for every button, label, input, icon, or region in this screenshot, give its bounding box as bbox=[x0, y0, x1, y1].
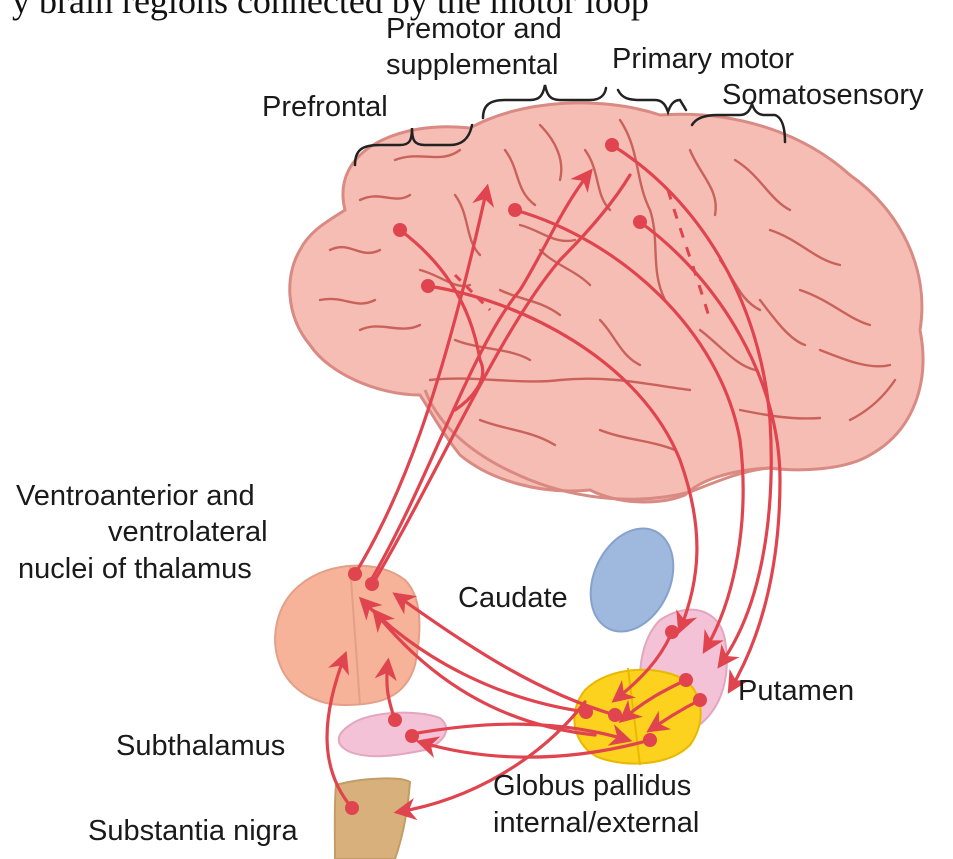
substantia-nigra bbox=[335, 778, 410, 859]
dot-thalamus-1 bbox=[348, 567, 362, 581]
label-thalamus-line2: ventrolateral bbox=[108, 516, 268, 548]
dot-putamen-1 bbox=[665, 625, 679, 639]
dot-prefrontal-2 bbox=[421, 279, 435, 293]
label-putamen: Putamen bbox=[738, 675, 854, 707]
label-subthalamus: Subthalamus bbox=[116, 730, 285, 762]
dot-putamen-2 bbox=[679, 673, 693, 687]
dot-primary-motor bbox=[605, 138, 619, 152]
dot-thalamus-2 bbox=[365, 577, 379, 591]
dot-gp-2 bbox=[608, 708, 622, 722]
thalamus bbox=[275, 566, 419, 705]
dot-prefrontal-1 bbox=[393, 223, 407, 237]
label-substantia-nigra: Substantia nigra bbox=[88, 815, 298, 847]
label-somatosensory: Somatosensory bbox=[722, 79, 924, 111]
dot-gp-1 bbox=[579, 705, 593, 719]
label-primary-motor: Primary motor bbox=[612, 43, 794, 75]
dot-somatosensory bbox=[633, 215, 647, 229]
label-premotor-line1: Premotor and bbox=[386, 13, 562, 45]
label-globus-line2: internal/external bbox=[493, 807, 699, 839]
brain bbox=[290, 103, 923, 502]
dot-premotor bbox=[508, 203, 522, 217]
label-thalamus-line3: nuclei of thalamus bbox=[18, 553, 252, 585]
dot-subthalamus-2 bbox=[405, 729, 419, 743]
dot-gp-3 bbox=[643, 733, 657, 747]
dot-putamen-3 bbox=[693, 693, 707, 707]
label-thalamus-line1: Ventroanterior and bbox=[16, 480, 255, 512]
dot-subthalamus-1 bbox=[388, 713, 402, 727]
label-prefrontal: Prefrontal bbox=[262, 91, 388, 123]
dot-substantia-nigra bbox=[345, 801, 359, 815]
label-caudate: Caudate bbox=[458, 582, 568, 614]
label-globus-line1: Globus pallidus bbox=[493, 770, 691, 802]
label-premotor-line2: supplemental bbox=[386, 49, 559, 81]
